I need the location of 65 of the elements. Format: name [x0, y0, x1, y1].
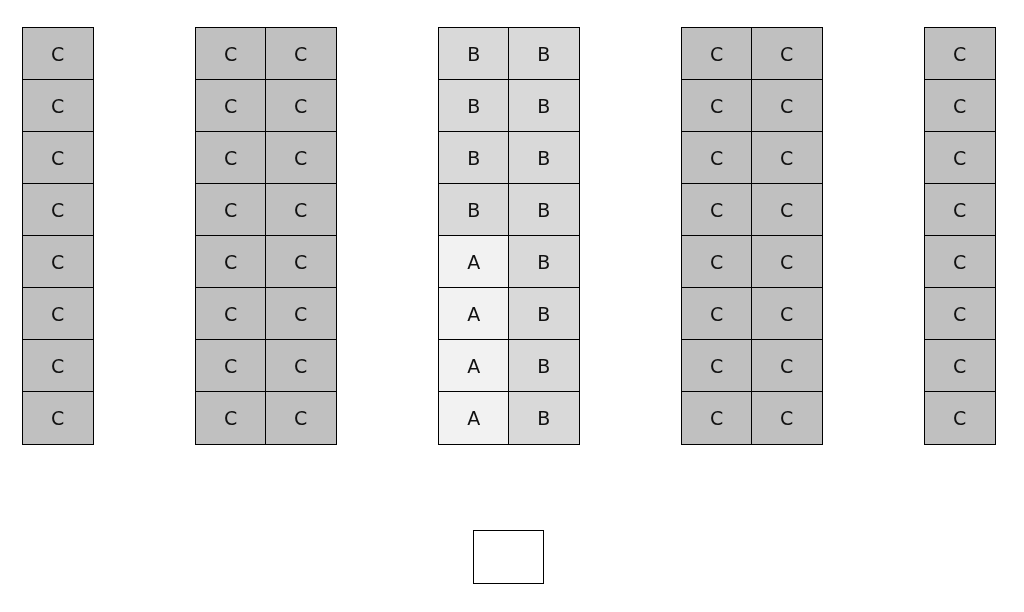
lettered-grid-cell: C	[22, 235, 94, 289]
lettered-grid-cell: C	[265, 391, 337, 445]
lettered-grid-cell: B	[508, 287, 580, 341]
lettered-grid-cell: C	[265, 235, 337, 289]
lettered-grid-cell: C	[22, 183, 94, 237]
lettered-grid-cell: C	[751, 27, 823, 81]
lettered-grid-cell: C	[681, 183, 753, 237]
lettered-grid-cell: C	[22, 27, 94, 81]
lettered-grid-cell: C	[195, 79, 267, 133]
lettered-grid-cell: B	[508, 131, 580, 185]
lettered-grid-cell: C	[265, 287, 337, 341]
lettered-grid-cell: C	[22, 287, 94, 341]
lettered-grid-cell: B	[508, 183, 580, 237]
lettered-grid-cell: B	[508, 235, 580, 289]
lettered-grid-cell: C	[681, 27, 753, 81]
lettered-grid-cell: C	[22, 391, 94, 445]
lettered-grid-cell: A	[438, 339, 510, 393]
lettered-grid-cell: C	[681, 391, 753, 445]
lettered-grid-cell: C	[751, 287, 823, 341]
lettered-grid-cell: B	[438, 27, 510, 81]
lettered-grid-cell: C	[195, 339, 267, 393]
lettered-grid-cell: C	[681, 79, 753, 133]
lettered-grid-cell: A	[438, 287, 510, 341]
lettered-grid-cell: C	[195, 131, 267, 185]
lettered-grid-cell: C	[751, 183, 823, 237]
lettered-grid-cell: B	[508, 27, 580, 81]
lettered-grid-cell: C	[195, 391, 267, 445]
lettered-grid-cell: B	[508, 79, 580, 133]
lettered-grid-cell: C	[924, 131, 996, 185]
lettered-grid-cell: C	[751, 235, 823, 289]
lettered-grid-cell: C	[924, 391, 996, 445]
lettered-grid-cell: C	[751, 79, 823, 133]
lettered-grid-cell: B	[508, 391, 580, 445]
lettered-grid-cell: C	[195, 235, 267, 289]
lettered-grid-cell: C	[924, 79, 996, 133]
lettered-grid-cell: C	[22, 131, 94, 185]
lettered-grid-cell: C	[265, 131, 337, 185]
lettered-grid-cell: C	[924, 235, 996, 289]
lettered-grid-cell: C	[751, 339, 823, 393]
lettered-grid-cell: A	[438, 391, 510, 445]
lettered-grid-cell: B	[508, 339, 580, 393]
lettered-grid-cell: C	[924, 339, 996, 393]
lettered-grid-cell: C	[195, 287, 267, 341]
empty-rectangle	[473, 530, 544, 584]
lettered-grid-cell: A	[438, 235, 510, 289]
lettered-grid-cell: C	[681, 131, 753, 185]
lettered-grid-cell: C	[924, 287, 996, 341]
lettered-grid-cell: C	[751, 131, 823, 185]
lettered-grid-cell: C	[681, 339, 753, 393]
lettered-grid-cell: B	[438, 131, 510, 185]
lettered-grid-cell: C	[265, 183, 337, 237]
lettered-grid-cell: C	[265, 27, 337, 81]
lettered-grid-cell: C	[22, 79, 94, 133]
lettered-grid-cell: C	[265, 79, 337, 133]
lettered-grid-cell: C	[22, 339, 94, 393]
lettered-grid-cell: C	[265, 339, 337, 393]
lettered-grid-cell: C	[924, 183, 996, 237]
lettered-grid-cell: C	[195, 183, 267, 237]
lettered-grid-cell: B	[438, 183, 510, 237]
lettered-grid-cell: B	[438, 79, 510, 133]
lettered-grid-cell: C	[195, 27, 267, 81]
lettered-grid-cell: C	[751, 391, 823, 445]
lettered-grid-cell: C	[681, 235, 753, 289]
lettered-grid-cell: C	[681, 287, 753, 341]
lettered-grid-cell: C	[924, 27, 996, 81]
